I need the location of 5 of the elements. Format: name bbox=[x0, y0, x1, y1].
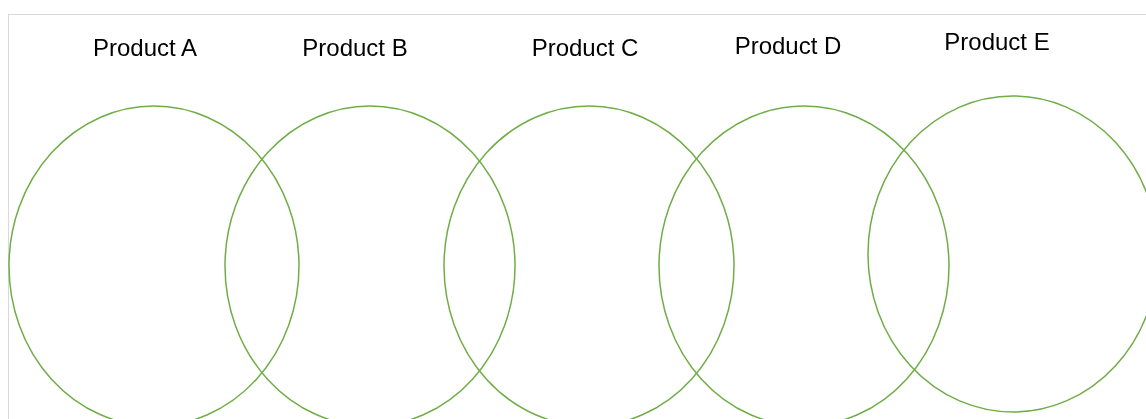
circle-heading: Product E bbox=[944, 28, 1050, 56]
circle-heading: Product C bbox=[531, 34, 639, 62]
circle-heading: Product B bbox=[302, 34, 408, 62]
circle-heading: Product D bbox=[734, 32, 842, 60]
circle-heading: Product A bbox=[92, 34, 198, 62]
